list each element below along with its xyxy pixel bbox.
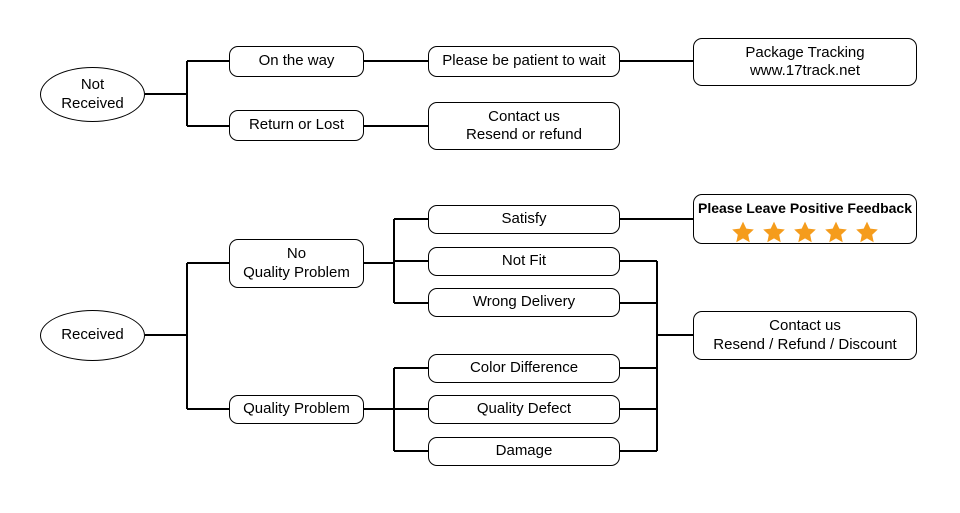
node-return-or-lost[interactable]: Return or Lost bbox=[229, 110, 364, 141]
star-rating[interactable] bbox=[731, 220, 879, 244]
node-contact-us-resend-or-refund[interactable]: Contact us Resend or refund bbox=[428, 102, 620, 150]
node-no-quality-problem-line1: No bbox=[286, 245, 307, 263]
node-color-difference[interactable]: Color Difference bbox=[428, 354, 620, 383]
node-damage[interactable]: Damage bbox=[428, 437, 620, 466]
node-not-fit[interactable]: Not Fit bbox=[428, 247, 620, 276]
node-wrong-delivery-label: Wrong Delivery bbox=[472, 293, 576, 311]
node-positive-feedback-label: Please Leave Positive Feedback bbox=[697, 200, 912, 216]
node-wrong-delivery[interactable]: Wrong Delivery bbox=[428, 288, 620, 317]
node-satisfy-label: Satisfy bbox=[501, 210, 547, 228]
star-icon[interactable] bbox=[731, 220, 755, 244]
node-package-tracking[interactable]: Package Tracking www.17track.net bbox=[693, 38, 917, 86]
node-contact-us-resend-or-refund-line1: Contact us bbox=[488, 107, 560, 125]
node-package-tracking-url: www.17track.net bbox=[749, 62, 861, 79]
node-quality-defect[interactable]: Quality Defect bbox=[428, 395, 620, 424]
node-on-the-way-label: On the way bbox=[258, 52, 335, 70]
node-not-received-line2: Received bbox=[61, 94, 124, 112]
node-no-quality-problem[interactable]: No Quality Problem bbox=[229, 239, 364, 288]
node-quality-problem-label: Quality Problem bbox=[243, 400, 350, 418]
node-damage-label: Damage bbox=[495, 442, 553, 460]
node-contact-us-resend-refund-discount-line1: Contact us bbox=[769, 317, 841, 335]
node-package-tracking-line1: Package Tracking bbox=[745, 43, 865, 61]
node-return-or-lost-label: Return or Lost bbox=[248, 116, 345, 134]
star-icon[interactable] bbox=[793, 220, 817, 244]
node-color-difference-label: Color Difference bbox=[469, 359, 579, 377]
node-please-be-patient-to-wait[interactable]: Please be patient to wait bbox=[428, 46, 620, 77]
node-received[interactable]: Received bbox=[40, 310, 145, 361]
node-not-received-line1: Not bbox=[80, 76, 105, 94]
node-positive-feedback[interactable]: Please Leave Positive Feedback bbox=[693, 194, 917, 244]
node-quality-defect-label: Quality Defect bbox=[476, 400, 572, 418]
node-on-the-way[interactable]: On the way bbox=[229, 46, 364, 77]
star-icon[interactable] bbox=[762, 220, 786, 244]
node-contact-us-resend-refund-discount[interactable]: Contact us Resend / Refund / Discount bbox=[693, 311, 917, 360]
node-please-be-patient-to-wait-label: Please be patient to wait bbox=[442, 52, 606, 70]
star-icon[interactable] bbox=[824, 220, 848, 244]
node-quality-problem[interactable]: Quality Problem bbox=[229, 395, 364, 424]
node-not-received[interactable]: Not Received bbox=[40, 67, 145, 122]
node-received-label: Received bbox=[61, 326, 124, 344]
node-contact-us-resend-or-refund-line2: Resend or refund bbox=[466, 126, 582, 143]
node-satisfy[interactable]: Satisfy bbox=[428, 205, 620, 234]
star-icon[interactable] bbox=[855, 220, 879, 244]
node-no-quality-problem-line2: Quality Problem bbox=[243, 263, 350, 281]
node-not-fit-label: Not Fit bbox=[501, 252, 547, 270]
node-contact-us-resend-refund-discount-line2: Resend / Refund / Discount bbox=[713, 335, 897, 353]
